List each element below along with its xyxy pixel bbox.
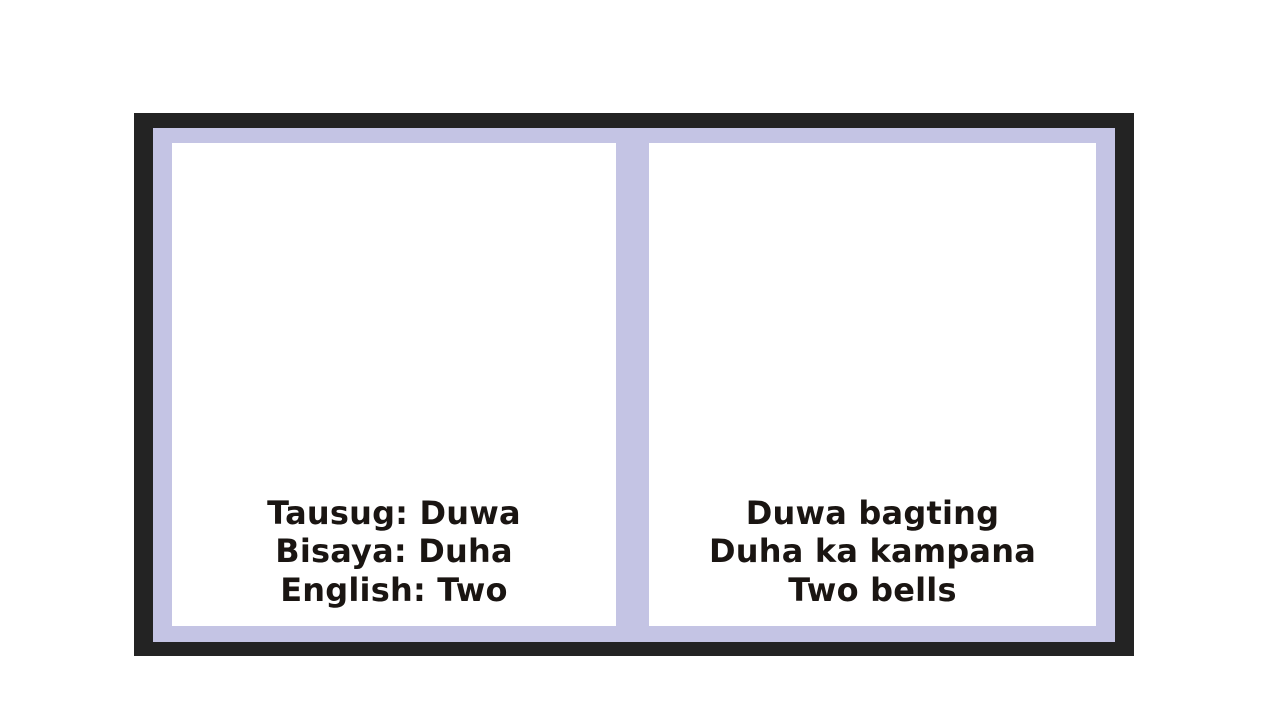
bisaya-label: Bisaya: Duha xyxy=(275,532,513,570)
number-caption: Tausug: Duwa Bisaya: Duha English: Two xyxy=(172,494,616,610)
outer-frame: Tausug: Duwa Bisaya: Duha English: Two D… xyxy=(134,113,1134,656)
inner-frame: Tausug: Duwa Bisaya: Duha English: Two D… xyxy=(153,128,1115,642)
number-card: Tausug: Duwa Bisaya: Duha English: Two xyxy=(172,143,616,626)
phrase-card: Duwa bagting Duha ka kampana Two bells xyxy=(649,143,1096,626)
tausug-phrase: Duwa bagting xyxy=(745,493,1000,532)
english-phrase: Two bells xyxy=(788,570,957,609)
bisaya-phrase: Duha ka kampana xyxy=(709,532,1036,570)
english-label: English: Two xyxy=(280,570,508,609)
phrase-caption: Duwa bagting Duha ka kampana Two bells xyxy=(649,494,1096,610)
tausug-label: Tausug: Duwa xyxy=(267,493,521,532)
